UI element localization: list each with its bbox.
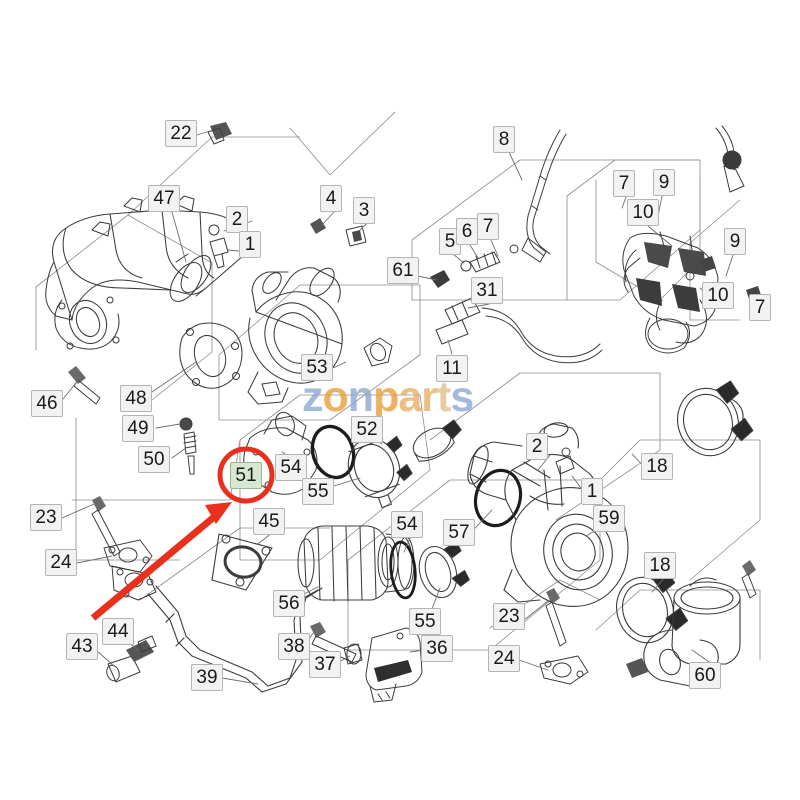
callout-22[interactable]: 22 <box>165 120 197 147</box>
callout-23[interactable]: 23 <box>30 504 62 531</box>
callout-3[interactable]: 3 <box>353 197 375 224</box>
callout-10[interactable]: 10 <box>627 199 659 226</box>
watermark-letter-4: a <box>398 373 422 421</box>
callout-11[interactable]: 11 <box>436 355 468 382</box>
watermark-letter-6: t <box>437 373 451 421</box>
callout-2[interactable]: 2 <box>226 206 248 233</box>
watermark-letter-0: z <box>302 373 323 421</box>
callout-56[interactable]: 56 <box>273 590 305 617</box>
callout-18[interactable]: 18 <box>641 453 673 480</box>
callout-46[interactable]: 46 <box>31 390 63 417</box>
callout-23[interactable]: 23 <box>493 603 525 630</box>
callout-7[interactable]: 7 <box>477 213 499 240</box>
callout-4[interactable]: 4 <box>320 185 342 212</box>
callout-9[interactable]: 9 <box>653 169 675 196</box>
callout-2[interactable]: 2 <box>526 433 548 460</box>
callout-49[interactable]: 49 <box>122 415 154 442</box>
callout-61[interactable]: 61 <box>387 257 419 284</box>
callout-54[interactable]: 54 <box>275 454 307 481</box>
callout-60[interactable]: 60 <box>689 662 721 689</box>
callout-31[interactable]: 31 <box>471 277 503 304</box>
callout-55[interactable]: 55 <box>409 608 441 635</box>
watermark-letter-5: r <box>421 373 438 421</box>
callout-47[interactable]: 47 <box>148 185 180 212</box>
callout-43[interactable]: 43 <box>66 633 98 660</box>
callout-36[interactable]: 36 <box>421 635 453 662</box>
callout-45[interactable]: 45 <box>253 508 285 535</box>
highlight-arrow <box>90 502 232 621</box>
callout-6[interactable]: 6 <box>456 218 478 245</box>
callout-59[interactable]: 59 <box>593 505 625 532</box>
callout-54[interactable]: 54 <box>391 511 423 538</box>
callout-18[interactable]: 18 <box>644 552 676 579</box>
watermark-letter-3: p <box>373 373 399 421</box>
callout-1[interactable]: 1 <box>239 231 261 258</box>
callout-51-highlighted[interactable]: 51 <box>230 462 262 489</box>
callout-48[interactable]: 48 <box>120 385 152 412</box>
watermark-letter-2: n <box>347 373 374 421</box>
callout-7[interactable]: 7 <box>613 170 635 197</box>
callout-5[interactable]: 5 <box>439 228 461 255</box>
callout-52[interactable]: 52 <box>351 416 383 443</box>
callout-24[interactable]: 24 <box>488 645 520 672</box>
highlight-circle <box>217 446 275 504</box>
callout-9[interactable]: 9 <box>724 228 746 255</box>
callout-10[interactable]: 10 <box>702 282 734 309</box>
watermark-letter-1: o <box>322 373 349 421</box>
callout-50[interactable]: 50 <box>138 446 170 473</box>
callout-53[interactable]: 53 <box>301 354 333 381</box>
callout-39[interactable]: 39 <box>191 664 223 691</box>
watermark-letter-7: s <box>450 373 474 421</box>
callout-8[interactable]: 8 <box>493 126 515 153</box>
callout-7[interactable]: 7 <box>749 294 771 321</box>
callout-37[interactable]: 37 <box>309 651 341 678</box>
callout-55[interactable]: 55 <box>302 478 334 505</box>
watermark-zonparts: zonparts <box>302 374 517 420</box>
callout-24[interactable]: 24 <box>45 549 77 576</box>
callout-1[interactable]: 1 <box>581 478 603 505</box>
callout-38[interactable]: 38 <box>278 633 310 660</box>
callout-57[interactable]: 57 <box>443 519 475 546</box>
callout-44[interactable]: 44 <box>102 618 134 645</box>
